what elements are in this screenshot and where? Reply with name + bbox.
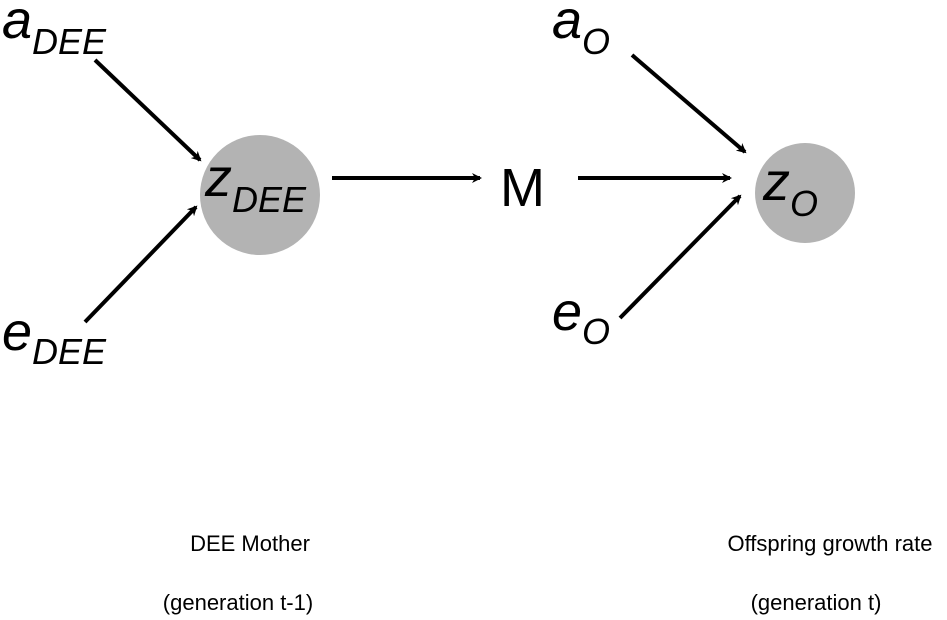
z-dee-label: zDEE (204, 148, 307, 220)
a-dee-label: aDEE (2, 0, 107, 62)
m-label: M (500, 158, 545, 218)
a-o-sub: O (582, 21, 610, 62)
caption-right-subtitle: (generation t) (751, 590, 882, 615)
arrow-e-o-to-z-o (618, 194, 742, 320)
z-o-label: zO (762, 152, 818, 224)
arrow-a-dee-to-z-dee (93, 58, 202, 162)
e-o-label: eO (552, 282, 610, 352)
arrow-e-dee-to-z-dee (83, 205, 198, 324)
e-o-base: e (552, 282, 582, 342)
e-dee-sub: DEE (32, 331, 107, 372)
caption-left-subtitle: (generation t-1) (163, 590, 313, 615)
e-o-sub: O (582, 311, 610, 352)
caption-left-title: DEE Mother (190, 531, 310, 556)
a-o-label: aO (552, 0, 610, 62)
a-dee-base: a (2, 0, 32, 50)
z-o-node-circle (755, 143, 855, 243)
e-dee-label: eDEE (2, 302, 107, 372)
z-dee-sub: DEE (232, 179, 307, 220)
z-dee-base: z (204, 148, 232, 208)
a-o-base: a (552, 0, 582, 50)
z-o-sub: O (790, 183, 818, 224)
caption-right-title: Offspring growth rate (727, 531, 932, 556)
arrow-a-o-to-z-o (630, 53, 747, 154)
a-dee-sub: DEE (32, 21, 107, 62)
z-o-base: z (762, 152, 790, 212)
e-dee-base: e (2, 302, 32, 362)
z-dee-node-circle (200, 135, 320, 255)
